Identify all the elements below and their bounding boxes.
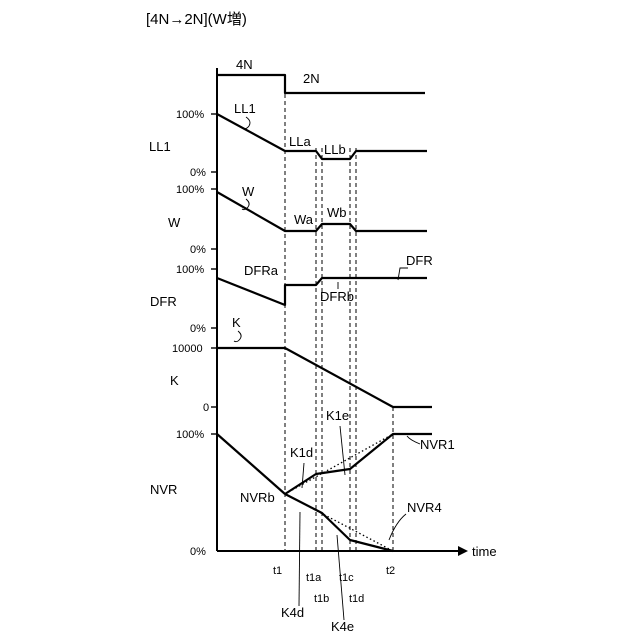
row-w: W 100% 0% W Wa Wb [168, 184, 427, 256]
mode-signal-line [217, 75, 425, 93]
tick-w-100: 100% [176, 184, 204, 196]
tick-nvr-100: 100% [176, 429, 204, 441]
tick-t1d: t1d [349, 593, 364, 605]
ll1-signal-line [217, 114, 427, 159]
mode-after-label: 2N [303, 71, 320, 86]
k-callout-label: K [232, 315, 241, 330]
llb-label: LLb [324, 142, 346, 157]
nvr-descent-line [217, 434, 285, 494]
nvr4-leader [389, 514, 406, 540]
tick-w-0: 0% [190, 244, 206, 256]
time-axis-arrow-icon [458, 546, 468, 556]
w-callout-label: W [242, 184, 255, 199]
tick-ll1-0: 0% [190, 167, 206, 179]
k1e-label: K1e [326, 408, 349, 423]
row-dfr: DFR 100% 0% DFRa DFRb DFR [150, 253, 433, 335]
row-nvr: NVR 100% 0% K1d K1e NVRb NVR1 NVR4 K4d K… [150, 408, 455, 634]
nvr1-leader [407, 436, 420, 444]
mode-row: 4N 2N [217, 57, 425, 93]
tick-t1a: t1a [306, 572, 322, 584]
time-tick-labels: t1 t1a t1b t1c t1d t2 [273, 565, 395, 605]
row-label-w: W [168, 215, 181, 230]
tick-t2: t2 [386, 565, 395, 577]
ll1-leader [243, 117, 250, 129]
tick-t1b: t1b [314, 593, 329, 605]
k-leader [234, 331, 241, 342]
nvr1-label: NVR1 [420, 437, 455, 452]
tick-t1: t1 [273, 565, 282, 577]
mode-before-label: 4N [236, 57, 253, 72]
nvr1-line [285, 434, 432, 494]
row-label-ll1: LL1 [149, 139, 171, 154]
row-ll1: LL1 100% 0% LL1 LLa LLb [149, 101, 427, 179]
row-label-k: K [170, 373, 179, 388]
tick-nvr-0: 0% [190, 546, 206, 558]
nvr4-label: NVR4 [407, 500, 442, 515]
wb-label: Wb [327, 205, 347, 220]
tick-ll1-100: 100% [176, 109, 204, 121]
k4d-label: K4d [281, 605, 304, 620]
tick-dfr-100: 100% [176, 264, 204, 276]
dfra-label: DFRa [244, 263, 279, 278]
dfr-callout-label: DFR [406, 253, 433, 268]
dfrb-label: DFRb [320, 289, 354, 304]
nvr1-reference-dotted [285, 434, 393, 494]
lla-label: LLa [289, 134, 311, 149]
row-label-dfr: DFR [150, 294, 177, 309]
ll1-callout-label: LL1 [234, 101, 256, 116]
k1d-label: K1d [290, 445, 313, 460]
diagram-title: [4N→2N](W増) [146, 11, 247, 28]
k4e-label: K4e [331, 619, 354, 634]
row-k: K 10000 0 K [170, 315, 432, 414]
wa-label: Wa [294, 212, 314, 227]
tick-t1c: t1c [339, 572, 354, 584]
nvrb-label: NVRb [240, 490, 275, 505]
tick-dfr-0: 0% [190, 323, 206, 335]
k-signal-line [217, 348, 432, 407]
k1e-leader [340, 426, 345, 475]
k4d-leader [299, 512, 300, 606]
tick-k-10000: 10000 [172, 343, 203, 355]
row-label-nvr: NVR [150, 482, 177, 497]
tick-k-0: 0 [203, 402, 209, 414]
time-axis-label: time [472, 544, 497, 559]
